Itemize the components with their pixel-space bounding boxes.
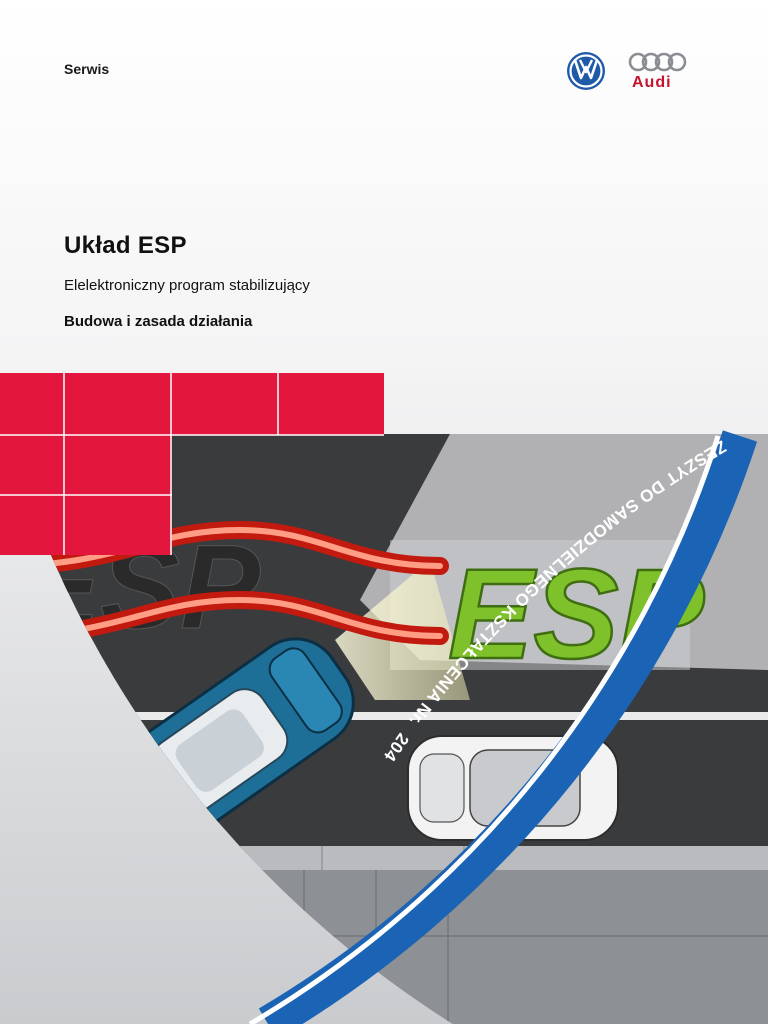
esp-illustration: ESP ESP	[0, 373, 768, 1024]
cover-subtitle: Elelektroniczny program stabilizujący	[64, 277, 310, 294]
parked-car-left	[0, 735, 67, 841]
sensor-node-lower	[14, 624, 38, 648]
brand-logos	[567, 52, 687, 90]
vw-logo-icon	[567, 52, 605, 90]
service-label: Serwis	[64, 61, 110, 77]
cover-title: Układ ESP	[64, 232, 187, 259]
sensor-node-upper	[14, 554, 38, 578]
cover-subtitle-bold: Budowa i zasada działania	[64, 313, 253, 330]
red-grid-block	[0, 373, 384, 555]
audi-wordmark: Audi	[632, 74, 672, 91]
series-band	[258, 430, 758, 1024]
audi-rings-icon	[628, 52, 687, 72]
lane-marking	[0, 712, 768, 720]
